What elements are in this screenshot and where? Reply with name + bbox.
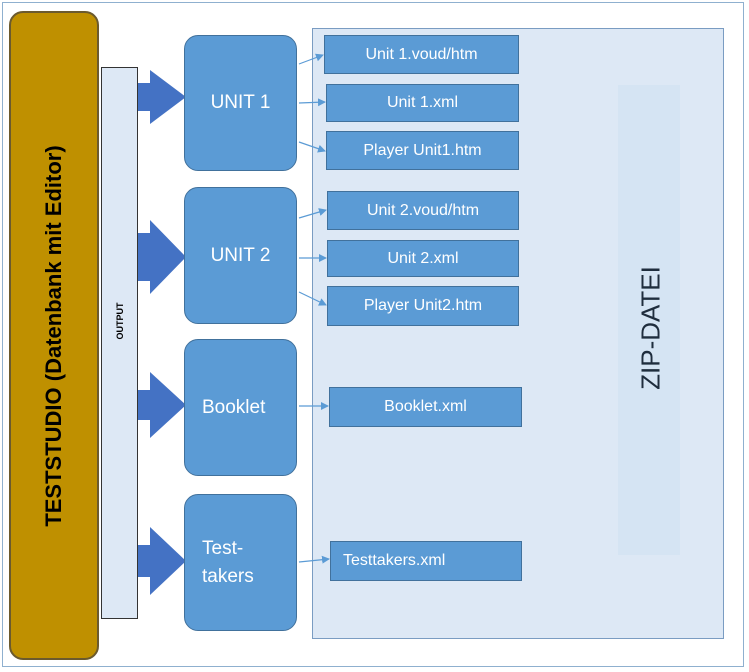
file-box-unit1-player: Player Unit1.htm (326, 131, 519, 170)
zip-label-strip (618, 85, 680, 555)
file-box-unit2-voud: Unit 2.voud/htm (327, 191, 519, 230)
file-box-unit2-player: Player Unit2.htm (327, 286, 519, 326)
file-box-booklet: Booklet.xml (329, 387, 522, 427)
zip-label: ZIP-DATEI (635, 266, 666, 390)
unit-box-unit2: UNIT 2 (184, 187, 297, 324)
file-box-testtakers: Testtakers.xml (330, 541, 522, 581)
file-box-unit2-xml: Unit 2.xml (327, 240, 519, 277)
file-box-unit1-xml: Unit 1.xml (326, 84, 519, 122)
unit-box-unit1: UNIT 1 (184, 35, 297, 171)
teststudio-block (9, 11, 99, 660)
output-label: OUTPUT (115, 302, 125, 340)
unit-box-booklet: Booklet (184, 339, 297, 476)
file-box-unit1-voud: Unit 1.voud/htm (324, 35, 519, 74)
output-bar (101, 67, 138, 619)
teststudio-label: TESTSTUDIO (Datenbank mit Editor) (41, 145, 66, 527)
unit-box-testtakers: Test- takers (184, 494, 297, 631)
